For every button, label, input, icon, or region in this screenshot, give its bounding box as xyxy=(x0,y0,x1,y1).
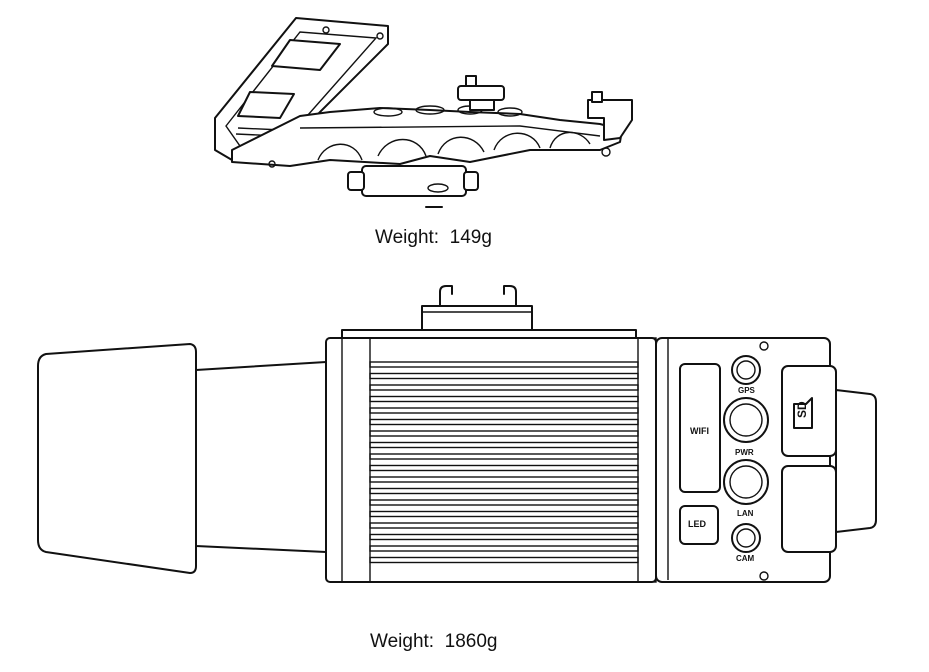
cooling-fin xyxy=(369,510,639,518)
led-label: LED xyxy=(688,519,707,529)
camera-body xyxy=(325,329,657,583)
wifi-label: WIFI xyxy=(690,426,709,436)
cooling-fin xyxy=(369,476,639,483)
cooling-fins xyxy=(369,361,639,564)
rear-cap xyxy=(835,389,877,533)
cooling-fin xyxy=(369,441,639,449)
weight-caption-camera: Weight: 1860g xyxy=(370,631,497,653)
mount-bracket-drawing xyxy=(214,17,633,208)
sd-label: SD xyxy=(795,401,809,418)
cooling-fin xyxy=(369,487,639,495)
bracket-clamp xyxy=(587,91,633,141)
bracket-knob xyxy=(457,75,505,111)
pwr-label: PWR xyxy=(735,448,754,457)
pwr-connector xyxy=(723,397,769,443)
weight-caption-bracket: Weight: 149g xyxy=(375,227,492,249)
cooling-fin xyxy=(369,453,639,460)
weight-label: Weight: xyxy=(370,631,435,652)
cooling-fin xyxy=(369,533,639,541)
cooling-fin xyxy=(369,418,639,426)
bracket-mount-ring xyxy=(347,165,479,208)
lens-hood xyxy=(37,343,327,574)
gps-label: GPS xyxy=(738,386,756,395)
gps-connector xyxy=(731,355,761,385)
camera-unit-drawing: WIFI LED GPS PWR LAN CAM SD xyxy=(37,285,877,583)
cooling-fin xyxy=(369,545,639,552)
cooling-fin xyxy=(369,499,639,506)
bracket-arm xyxy=(214,17,389,161)
cooling-fin xyxy=(369,522,639,529)
cooling-fin xyxy=(369,464,639,472)
cam-label: CAM xyxy=(736,554,755,563)
led-panel xyxy=(679,505,719,545)
cooling-fin xyxy=(369,430,639,437)
weight-value: 149g xyxy=(449,227,492,248)
weight-value: 1860g xyxy=(444,631,498,652)
hot-shoe-mount xyxy=(421,285,533,331)
wifi-panel xyxy=(679,363,721,493)
cam-connector xyxy=(731,523,761,553)
cooling-fin xyxy=(369,361,639,368)
side-cover xyxy=(781,465,837,553)
cooling-fin xyxy=(369,407,639,414)
cooling-fin xyxy=(369,384,639,391)
cooling-fin xyxy=(369,395,639,403)
cooling-fin xyxy=(369,372,639,380)
cooling-fin xyxy=(369,556,639,564)
lan-label: LAN xyxy=(737,509,754,518)
weight-label: Weight: xyxy=(375,227,440,248)
lan-connector xyxy=(723,459,769,505)
sd-card-slot xyxy=(781,365,837,457)
